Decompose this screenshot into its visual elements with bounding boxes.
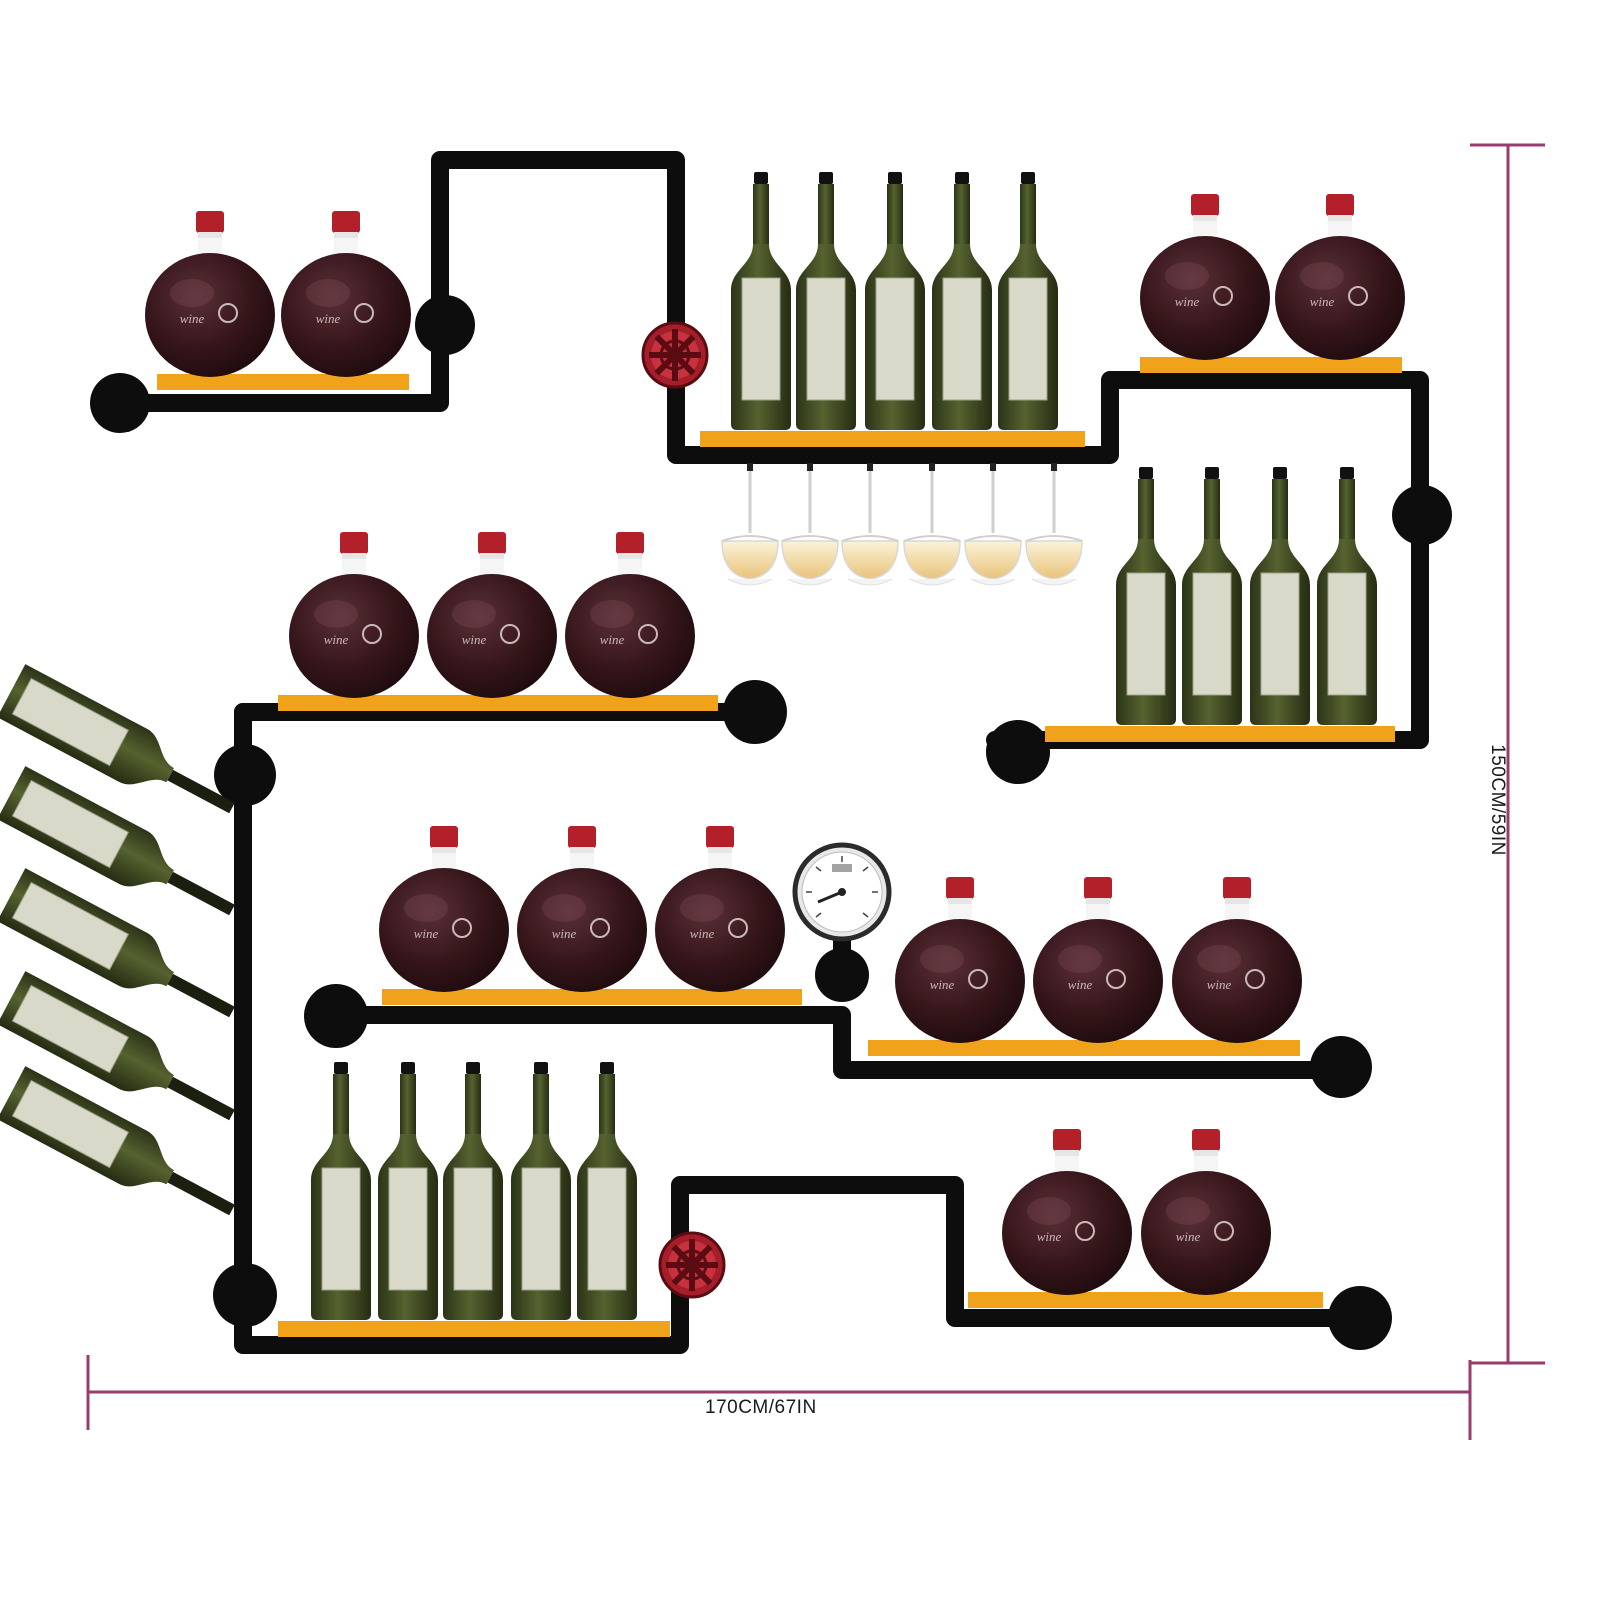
valve-wheel-icon bbox=[641, 321, 709, 389]
tall-bottles-right bbox=[1115, 466, 1378, 726]
pressure-gauge-icon bbox=[792, 842, 892, 972]
height-dimension-label: 150CM/59IN bbox=[1487, 744, 1508, 856]
pipe-joints bbox=[90, 295, 1452, 1350]
wooden-shelves bbox=[157, 357, 1402, 1337]
shelf bbox=[157, 374, 409, 390]
shelf bbox=[968, 1292, 1323, 1308]
pipe-frame bbox=[111, 151, 1429, 1354]
width-dimension-label: 170CM/67IN bbox=[705, 1397, 817, 1418]
shelf bbox=[1140, 357, 1402, 373]
tall-bottles-top bbox=[730, 171, 1059, 431]
shelf bbox=[278, 695, 718, 711]
shelf bbox=[1045, 726, 1395, 742]
shelf bbox=[868, 1040, 1300, 1056]
shelf bbox=[700, 431, 1085, 447]
angled-bottles bbox=[0, 663, 247, 1237]
tall-bottles-bottom bbox=[310, 1061, 638, 1321]
shelf bbox=[278, 1321, 670, 1337]
valve-wheel-icon bbox=[658, 1231, 726, 1299]
hanging-wine-glasses bbox=[721, 462, 1083, 586]
shelf bbox=[382, 989, 802, 1005]
dimension-lines bbox=[86, 143, 1545, 1440]
